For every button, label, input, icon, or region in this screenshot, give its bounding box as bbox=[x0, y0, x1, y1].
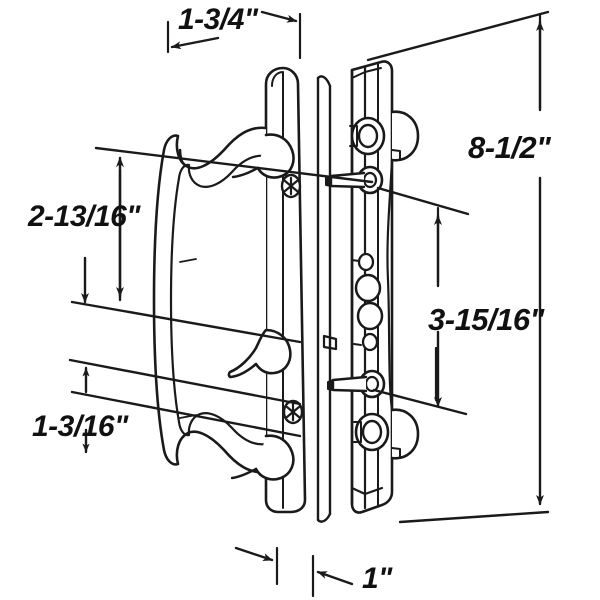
leader-upper-offset-top bbox=[94, 146, 374, 184]
lock-rail-upper-boss-notch bbox=[391, 149, 401, 161]
inner-lock-rail bbox=[325, 60, 420, 514]
handle-grip-tick-upper bbox=[179, 258, 197, 263]
dimension-leaders bbox=[68, 10, 550, 598]
lock-rail-upper-boss bbox=[390, 110, 420, 162]
lock-rail-adjust-holes bbox=[351, 252, 384, 352]
leader-spacing-bottom bbox=[372, 388, 468, 416]
handle-backplate-inner-edge bbox=[271, 71, 284, 509]
lock-rail-back-contour bbox=[386, 158, 394, 412]
handle-thumb-latch bbox=[227, 328, 292, 379]
dim-label-width-top: 1-3/4" bbox=[178, 3, 259, 36]
lower-mounting-screw bbox=[282, 399, 304, 425]
dim-arrow-depth-right bbox=[316, 570, 354, 586]
dim-arrow-width-left bbox=[170, 36, 220, 50]
lock-rail-bottom-chamfer bbox=[350, 486, 384, 496]
leader-height-top bbox=[366, 10, 550, 62]
leader-spacing-top bbox=[376, 186, 470, 216]
handle-side-rail bbox=[316, 76, 332, 522]
dim-label-lower-offset: 1-3/16" bbox=[32, 410, 129, 443]
upper-spindle-post bbox=[325, 165, 384, 195]
handle-upper-lever bbox=[256, 133, 295, 179]
dim-arrow-depth-left bbox=[234, 546, 274, 562]
outer-handle-assembly bbox=[152, 66, 338, 523]
upper-mounting-screw bbox=[280, 173, 302, 199]
handle-pull-grip bbox=[152, 126, 268, 474]
dimension-labels: 1-3/4" 8-1/2" 2-13/16" 3-15/16" 1-3/16" … bbox=[27, 3, 553, 595]
handle-grip-inner-contour bbox=[169, 154, 268, 446]
dim-label-depth-bottom: 1" bbox=[362, 562, 393, 595]
handle-side-rail-bottom bbox=[316, 512, 332, 523]
dim-label-screw-spacing: 3-15/16" bbox=[428, 302, 546, 337]
handle-lower-knob bbox=[254, 434, 295, 481]
leader-height-bottom bbox=[398, 510, 550, 524]
lock-rail-upper-keyhole bbox=[349, 116, 386, 156]
leader-upper-offset-bottom bbox=[70, 300, 302, 344]
handle-lower-knob-stem bbox=[230, 467, 258, 480]
dim-label-upper-offset: 2-13/16" bbox=[27, 200, 141, 233]
lock-rail-lower-boss-notch bbox=[391, 447, 401, 459]
dim-label-height-overall: 8-1/2" bbox=[468, 130, 552, 165]
handle-upper-lever-stem bbox=[231, 166, 260, 179]
lock-rail-lower-boss bbox=[390, 408, 420, 460]
dim-arrow-width-right bbox=[260, 10, 298, 23]
leader-lower-offset-top bbox=[68, 358, 302, 406]
lock-rail-top-chamfer bbox=[351, 67, 382, 79]
handle-side-rail-top bbox=[316, 75, 332, 88]
lower-spindle-post bbox=[327, 369, 386, 399]
leader-lower-offset-bottom bbox=[70, 390, 302, 438]
lock-rail-lower-keyhole bbox=[353, 412, 390, 452]
